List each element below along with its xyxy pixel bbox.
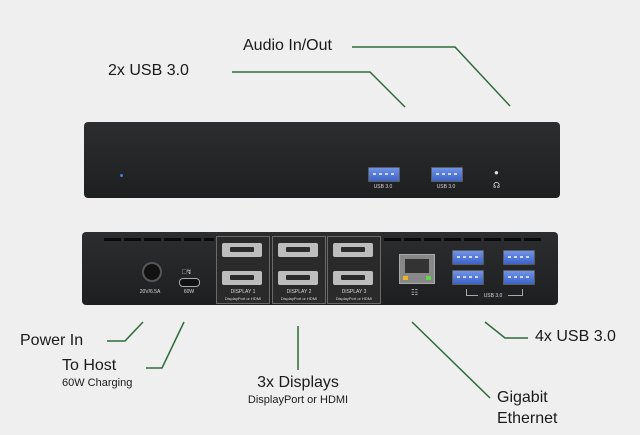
display-port-group-1: DISPLAY 1 DisplayPort or HDMI [216,236,270,304]
usb-c-host-port [179,278,200,287]
front-usb-label-1: USB 3.0 [373,184,393,190]
callout-power: Power In [20,332,84,349]
leader-ethernet [411,321,491,399]
leader-power [107,321,144,342]
display-label: DISPLAY 3 [341,289,367,295]
thunderbolt-icon: □↯ [182,269,193,276]
front-usb-label-2: USB 3.0 [436,184,456,190]
dock-rear: 20V/6.5A □↯ 60W DISPLAY 1 DisplayPort or… [82,232,558,305]
callout-usb-front: 2x USB 3.0 [108,62,189,79]
leader-usb-front [232,71,406,108]
rear-usb-port-4 [503,270,535,285]
callout-audio: Audio In/Out [243,37,332,54]
callout-host: To Host [62,357,117,374]
dock-front: USB 3.0 USB 3.0 ● ☊ [84,122,560,198]
host-rating-label: 60W [183,289,195,295]
display-sub-label: DisplayPort or HDMI [335,296,373,301]
leader-host [146,321,185,369]
network-icon: ☷ [411,288,419,297]
display-label: DISPLAY 2 [286,289,312,295]
rear-usb-port-1 [452,250,484,265]
display-sub-label: DisplayPort or HDMI [224,296,262,301]
rear-usb-port-3 [503,250,535,265]
ethernet-port [399,254,435,284]
leader-usb-rear [484,321,528,339]
vent [104,238,214,241]
vent [384,238,544,241]
power-led [120,174,123,177]
callout-usb-rear: 4x USB 3.0 [535,328,616,345]
callout-displays: 3x Displays [257,374,339,391]
leader-audio [352,46,511,107]
callout-ethernet-2: Ethernet [497,410,558,427]
display-sub-label: DisplayPort or HDMI [280,296,318,301]
callout-ethernet-1: Gigabit [497,389,548,406]
audio-jack-icon: ● [494,168,499,177]
display-port-group-3: DISPLAY 3 DisplayPort or HDMI [327,236,381,304]
callout-displays-sub: DisplayPort or HDMI [247,394,349,406]
front-usb-port-2 [431,167,463,182]
usb-group-label: USB 3.0 [478,293,508,299]
display-port-group-2: DISPLAY 2 DisplayPort or HDMI [272,236,326,304]
rear-usb-port-2 [452,270,484,285]
dc-power-port [142,262,162,282]
power-rating-label: 20V/6.5A [139,289,161,295]
front-usb-port-1 [368,167,400,182]
display-label: DISPLAY 1 [230,289,256,295]
callout-host-sub: 60W Charging [62,377,133,389]
headphones-icon: ☊ [493,181,501,190]
